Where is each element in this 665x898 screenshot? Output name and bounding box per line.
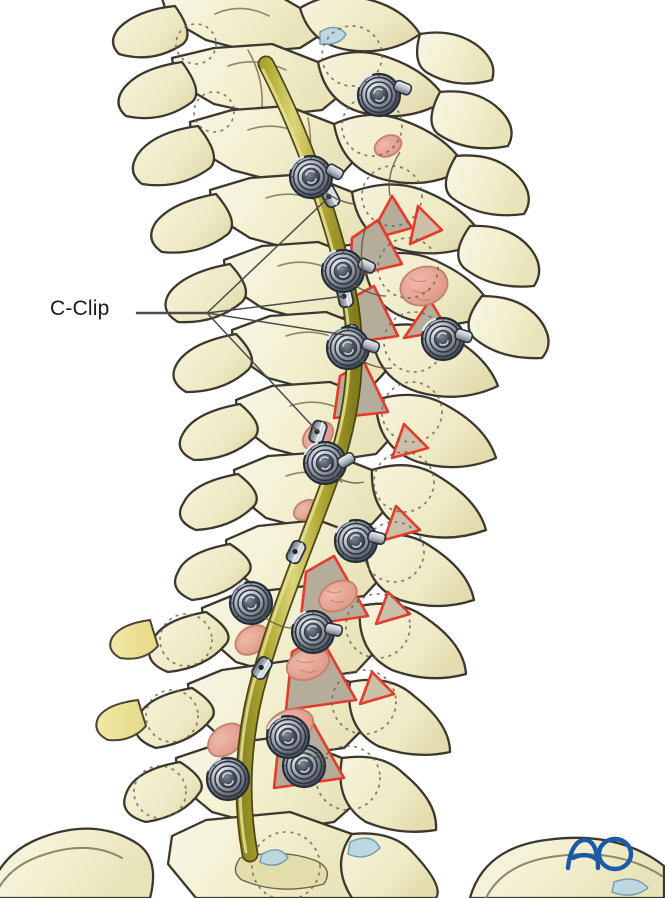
c-clip-leader-lines bbox=[135, 195, 353, 433]
leader-to-c-clip-lower bbox=[206, 312, 319, 433]
screw-l2 bbox=[320, 248, 366, 294]
screw-tabs bbox=[324, 79, 474, 637]
leader-to-c-clip-lower-middle bbox=[206, 312, 353, 337]
pelvis-left bbox=[0, 827, 155, 898]
cartilage bbox=[259, 26, 650, 896]
leader-to-c-clip-upper-middle bbox=[206, 295, 346, 314]
hairlines bbox=[259, 151, 401, 759]
c-clip-label: C-Clip bbox=[50, 297, 110, 320]
screw-l7 bbox=[205, 756, 251, 802]
ao-logo bbox=[565, 836, 634, 872]
screw-r1 bbox=[356, 72, 402, 118]
leader-to-c-clip-upper bbox=[206, 195, 331, 314]
screw-l1 bbox=[288, 154, 334, 200]
dotted-contours bbox=[133, 23, 445, 898]
